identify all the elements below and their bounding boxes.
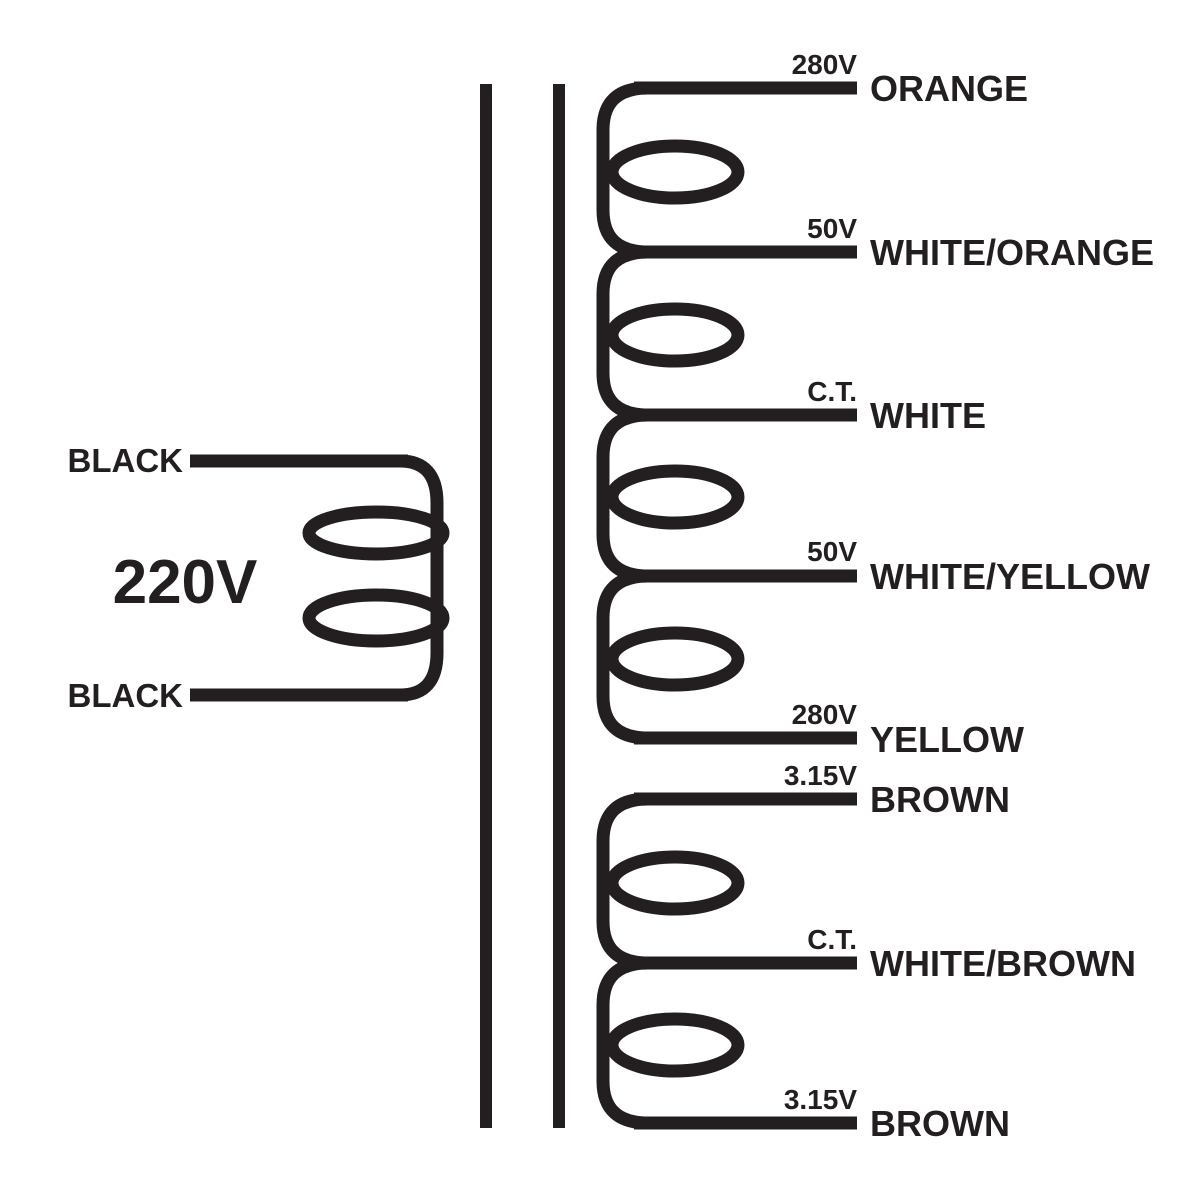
tap-wire-label: ORANGE	[870, 68, 1028, 109]
secondary-loop	[605, 139, 745, 205]
secondary-coil-segment	[596, 792, 649, 970]
primary-lead-label-bottom: BLACK	[68, 677, 184, 714]
secondary-loop	[605, 464, 745, 530]
tap-wire-label: BROWN	[870, 779, 1010, 820]
tap-wire-label: BROWN	[870, 1103, 1010, 1144]
tap-voltage-label: 280V	[792, 699, 858, 730]
secondary-loop	[605, 626, 745, 692]
tap-wire-label: WHITE/YELLOW	[870, 556, 1150, 597]
tap-wire-label: WHITE/ORANGE	[870, 232, 1154, 273]
secondary-coil-segment	[596, 956, 649, 1130]
tap-wire-label: YELLOW	[870, 719, 1024, 760]
primary-lead-label-top: BLACK	[68, 442, 184, 479]
tap-voltage-label: 50V	[807, 536, 857, 567]
tap-voltage-label: 3.15V	[784, 760, 857, 791]
tap-voltage-label: C.T.	[807, 376, 857, 407]
tap-voltage-label: 280V	[792, 49, 858, 80]
secondary-winding-2: 3.15V C.T. 3.15V BROWN WHITE/BROWN BROWN	[596, 760, 1136, 1144]
tap-wire-label: WHITE	[870, 395, 986, 436]
secondary-coil-segment	[596, 569, 649, 745]
secondary-coil-segment	[596, 245, 649, 422]
tap-voltage-label: C.T.	[807, 924, 857, 955]
primary-voltage-label: 220V	[113, 548, 258, 617]
tap-wire-label: WHITE/BROWN	[870, 943, 1136, 984]
secondary-winding-1: 280V 50V C.T. 50V 280V ORANGE WHITE/ORAN…	[596, 49, 1154, 760]
primary-winding: BLACK BLACK 220V	[68, 442, 450, 714]
tap-voltage-label: 50V	[807, 213, 857, 244]
secondary-loop	[605, 850, 745, 916]
secondary-coil-segment	[596, 81, 649, 259]
secondary-coil-segment	[596, 408, 649, 583]
transformer-core	[480, 84, 565, 1128]
primary-loop	[302, 505, 450, 561]
secondary-loop	[605, 1012, 745, 1078]
primary-coil-body	[399, 454, 444, 702]
primary-loop	[302, 588, 450, 648]
secondary-loop	[605, 302, 745, 368]
tap-voltage-label: 3.15V	[784, 1084, 857, 1115]
